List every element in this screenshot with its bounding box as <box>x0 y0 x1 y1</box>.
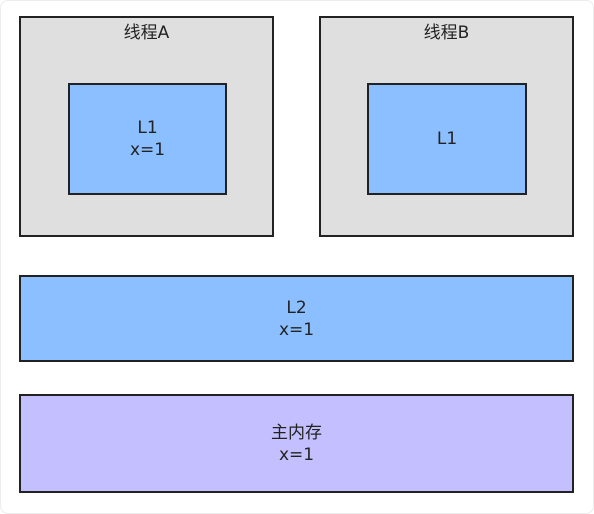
thread-a-l1-value: x=1 <box>129 140 166 160</box>
main-memory: 主内存 x=1 <box>19 394 574 493</box>
l2-text: L2 x=1 <box>21 297 572 341</box>
thread-a-l1-cache: L1 x=1 <box>68 83 227 195</box>
l2-name: L2 <box>286 297 307 318</box>
thread-b-box: 线程B L1 <box>319 16 574 237</box>
main-memory-value: x=1 <box>278 444 315 465</box>
thread-b-title: 线程B <box>423 23 470 43</box>
l2-value: x=1 <box>278 319 315 340</box>
thread-a-title: 线程A <box>123 23 170 43</box>
thread-a-l1-text: L1 x=1 <box>70 117 225 161</box>
thread-a-l1-name: L1 <box>137 118 158 138</box>
l2-cache: L2 x=1 <box>19 275 574 362</box>
thread-b-l1-cache: L1 <box>367 83 527 195</box>
thread-a-box: 线程A L1 x=1 <box>19 16 274 237</box>
thread-b-l1-name: L1 <box>436 129 458 149</box>
thread-b-l1-text: L1 <box>369 128 525 150</box>
main-memory-name: 主内存 <box>271 422 322 443</box>
main-memory-text: 主内存 x=1 <box>21 422 572 466</box>
